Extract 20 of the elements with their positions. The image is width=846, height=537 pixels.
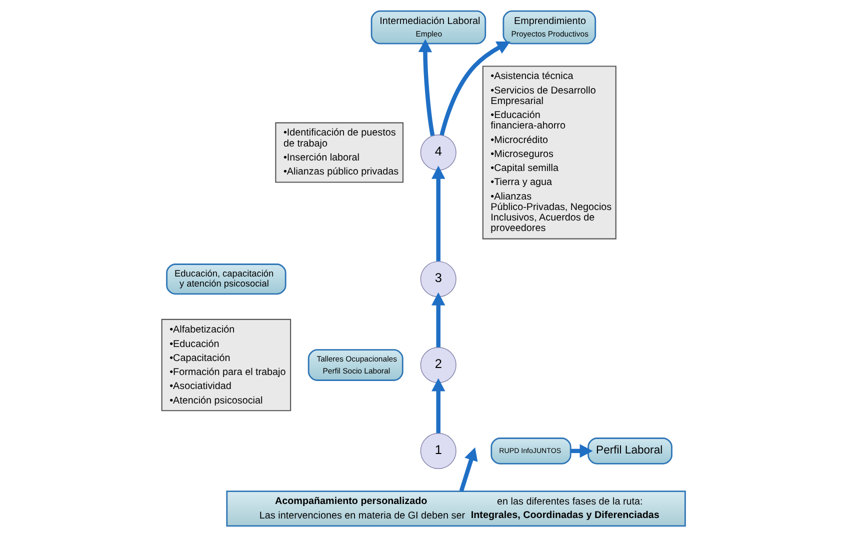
node-box: Acompañamiento personalizado en las diferentes fases de la ruta: Las intervenciones en materia de GI deben ser Integrales, Coordinadas y Diferenciadas <box>226 490 686 527</box>
arrow <box>431 378 445 434</box>
arrow <box>431 166 445 262</box>
arrow <box>418 39 434 136</box>
node-box: •Alfabetización •Educación •Capacitación •Formación para el trabajo •Asociatividad •Atención psicosocial <box>160 318 291 412</box>
node-circle: 2 <box>420 347 456 384</box>
node-box: •Asistencia técnica •Servicios de Desarrollo Empresarial •Educación financiera-ahorro •Microcrédito •Microseguros •Capital semilla •Tierra y agua •Alianzas Público-Privadas, Negocios Inclusivos, Acuerdos de proveedores <box>482 66 616 240</box>
node-box: Talleres Ocupacionales Perfil Socio Laboral <box>307 349 403 381</box>
node-box: Educación, capacitación y atención psicosocial <box>166 264 286 295</box>
arrow <box>570 444 592 458</box>
node-circle: 4 <box>420 134 456 171</box>
node-circle: 3 <box>420 261 456 298</box>
node-box: •Identificación de puestos de trabajo •Inserción laboral •Alianzas público privadas <box>274 122 404 183</box>
node-box: Intermediación Laboral Empleo <box>370 10 486 44</box>
node-box: Emprendimiento Proyectos Productivos <box>502 10 596 44</box>
arrow <box>439 42 510 136</box>
arrow <box>431 292 445 348</box>
node-box: Perfil Laboral <box>587 438 672 464</box>
node-circle: 1 <box>420 432 456 469</box>
arrow <box>458 447 478 492</box>
